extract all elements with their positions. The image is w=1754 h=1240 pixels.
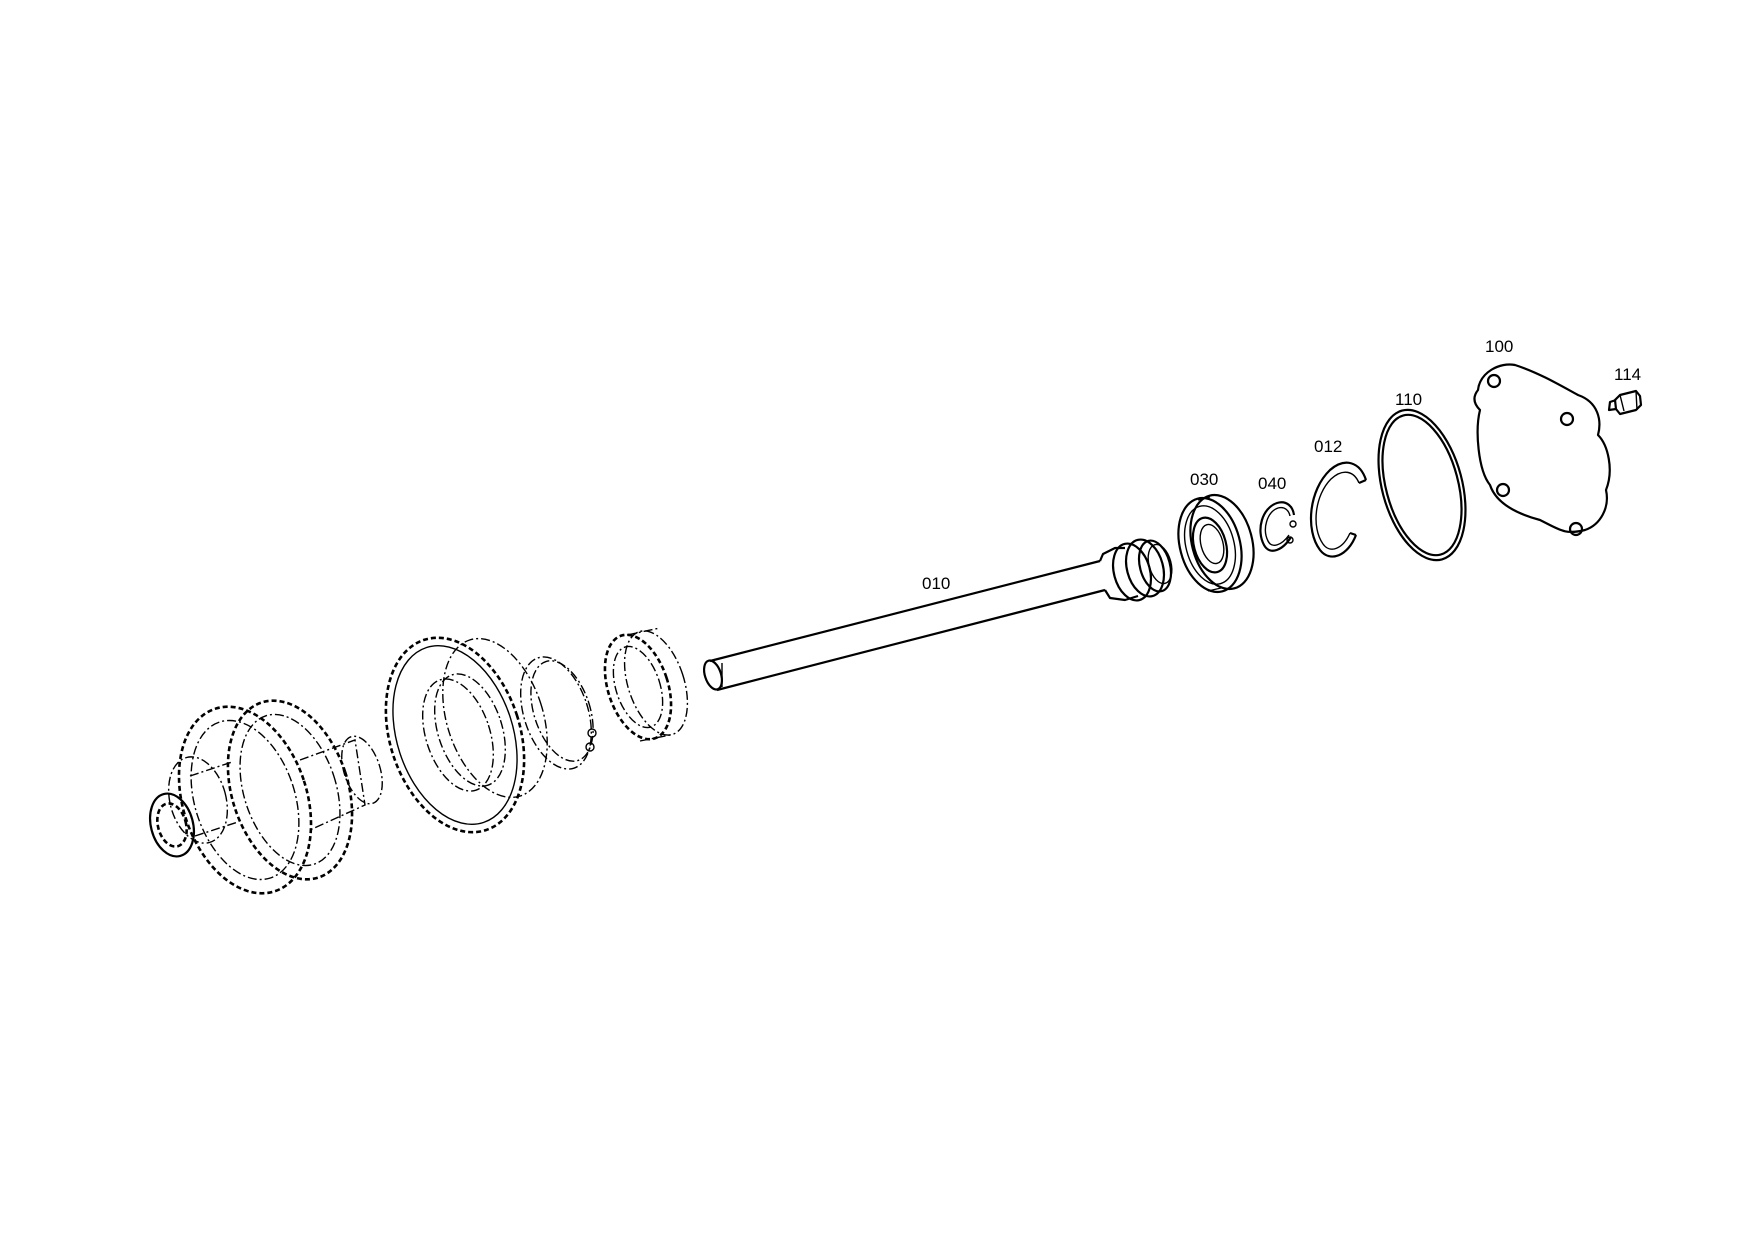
idler-gear bbox=[384, 636, 548, 834]
label-114: 114 bbox=[1614, 365, 1641, 384]
label-012: 012 bbox=[1314, 437, 1342, 456]
plug-screw-114 bbox=[1607, 389, 1643, 416]
label-030: 030 bbox=[1190, 470, 1218, 489]
shaft-010 bbox=[702, 538, 1173, 692]
label-040: 040 bbox=[1258, 474, 1286, 493]
label-100: 100 bbox=[1485, 337, 1513, 356]
label-010: 010 bbox=[922, 574, 950, 593]
snap-ring-012 bbox=[1309, 461, 1368, 558]
cover-plate-100 bbox=[1473, 363, 1611, 537]
label-110: 110 bbox=[1395, 390, 1422, 409]
circlip-040 bbox=[1259, 501, 1297, 552]
o-ring-110 bbox=[1377, 408, 1467, 562]
ball-bearing-030 bbox=[1177, 493, 1255, 594]
synchro-ring bbox=[603, 627, 689, 742]
countershaft-gear-cluster bbox=[148, 699, 383, 895]
snap-ring bbox=[519, 656, 597, 770]
